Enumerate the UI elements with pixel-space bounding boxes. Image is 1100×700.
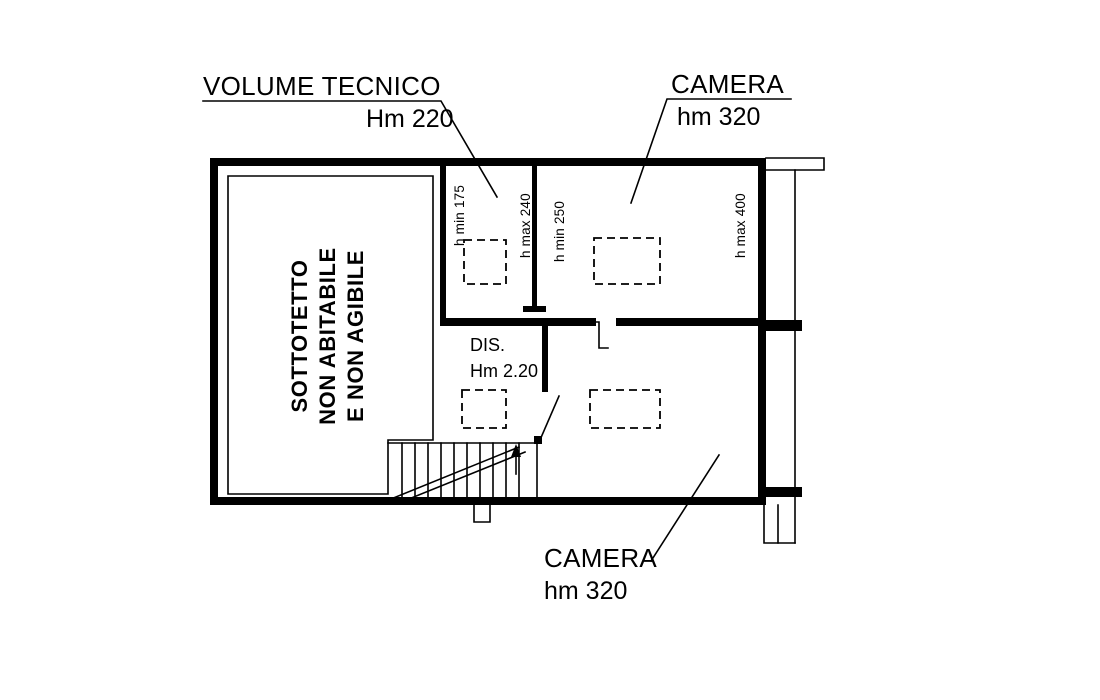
roof-window-3	[461, 389, 507, 429]
outer-walls	[210, 158, 802, 505]
wall-right	[758, 158, 766, 505]
roof-edge-top-right	[765, 157, 825, 171]
label-camera-bottom-height: hm 320	[544, 577, 627, 605]
label-camera-top: CAMERA	[671, 69, 784, 99]
label-h-max-400: h max 400	[733, 193, 748, 258]
wall-top	[210, 158, 766, 166]
stub-bottom-center	[473, 504, 491, 523]
roof-window-1	[463, 239, 507, 285]
label-dis: DIS.	[470, 335, 505, 355]
label-h-min-250: h min 250	[552, 201, 567, 262]
door-leaf-dis	[538, 394, 561, 442]
roof-window-4	[589, 389, 661, 429]
stair-direction-arrow-head	[511, 444, 521, 457]
label-volume-tecnico-height: Hm 220	[366, 105, 454, 133]
label-sottotetto-line2: NON ABITABILE	[315, 247, 340, 425]
label-h-max-240: h max 240	[518, 193, 533, 258]
wall-stub-right-lower	[766, 487, 802, 497]
wall-left	[210, 158, 218, 505]
label-sottotetto-line1: SOTTOTETTO	[287, 259, 312, 412]
exterior-details	[473, 157, 825, 544]
stair-break-lines	[389, 445, 527, 505]
mid-wall-right	[616, 318, 766, 326]
door-hinge-block	[534, 436, 542, 444]
label-camera-top-height: hm 320	[677, 103, 760, 131]
staircase	[387, 442, 538, 505]
partition-sottotetto	[440, 166, 446, 318]
wall-stub-right-middle	[766, 320, 802, 331]
upper-partial-wall-cap	[523, 306, 546, 312]
label-sottotetto-line3: E NON AGIBILE	[343, 250, 368, 422]
mid-wall-left	[440, 318, 596, 326]
label-sottotetto: SOTTOTETTO NON ABITABILE E NON AGIBILE	[287, 247, 368, 425]
label-volume-tecnico: VOLUME TECNICO	[203, 71, 441, 101]
interior-walls	[440, 166, 766, 444]
door-mid-wall	[593, 321, 609, 349]
doors	[538, 321, 609, 442]
leader-lines	[202, 98, 792, 563]
leader-camera-top	[629, 98, 792, 205]
roof-window-2	[593, 237, 661, 285]
label-camera-bottom: CAMERA	[544, 543, 657, 573]
stub-bottom-right	[763, 504, 779, 544]
label-dis-height: Hm 2.20	[470, 361, 538, 381]
leader-volume-tecnico	[202, 100, 499, 199]
leader-camera-bottom	[649, 453, 721, 563]
roof-windows	[461, 237, 661, 429]
label-h-min-175: h min 175	[452, 185, 467, 246]
upper-partial-wall	[532, 166, 537, 306]
wall-bottom	[210, 497, 766, 505]
dis-right-wall	[542, 326, 548, 392]
sottotetto-boundary	[227, 175, 434, 495]
